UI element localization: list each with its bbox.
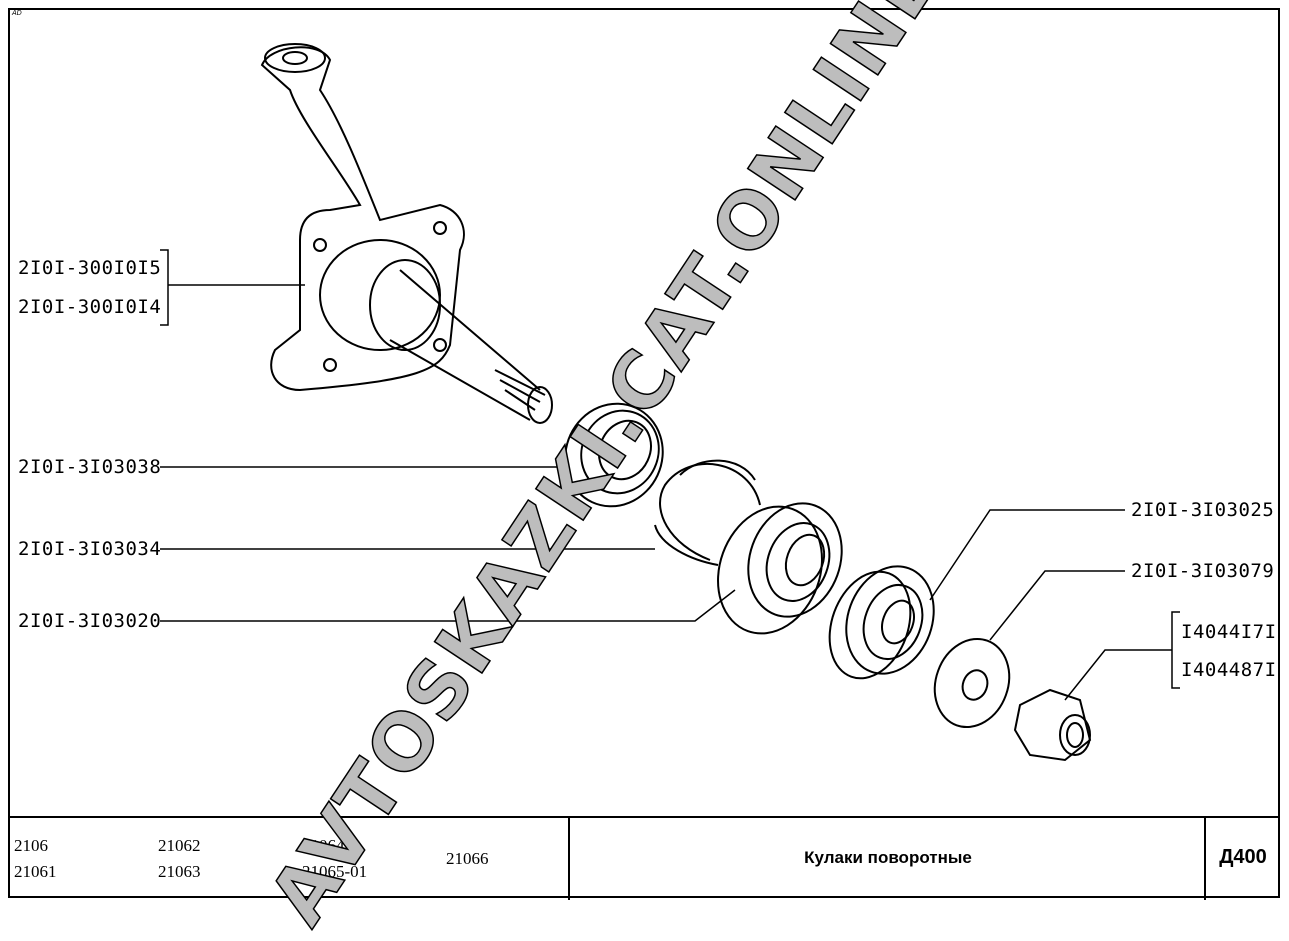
model-code: 2106 [14, 836, 48, 855]
part-label-nut-a: I4044I7I [1181, 621, 1277, 643]
leader-lines [160, 249, 1180, 701]
part-label-inner-bearing: 2I0I-3I03020 [18, 610, 162, 632]
part-label-seal: 2I0I-3I03038 [18, 456, 162, 478]
page-title: Кулаки поворотные [804, 848, 972, 867]
part-label-outer-bearing: 2I0I-3I03025 [1131, 499, 1275, 521]
page-code: Д400 [1219, 846, 1267, 868]
divider [568, 818, 570, 900]
oil-seal [564, 402, 664, 508]
model-code: 21066 [446, 849, 489, 868]
drawing-frame: AD [8, 8, 1280, 898]
model-code: 21062 [158, 836, 201, 855]
retaining-ring [654, 459, 761, 566]
part-label-knuckle-b: 2I0I-300I0I4 [18, 296, 162, 318]
inner-bearing [717, 502, 843, 635]
divider [1204, 818, 1206, 900]
model-code: 21063 [158, 862, 201, 881]
part-label-knuckle-a: 2I0I-300I0I5 [18, 257, 162, 279]
corner-mark: AD [12, 10, 22, 17]
model-code: 21064 [302, 836, 345, 855]
outer-bearing [828, 565, 935, 680]
model-code: 21061 [14, 862, 57, 881]
hub-nut [1013, 688, 1092, 762]
model-code: 21065-01 [302, 862, 368, 881]
part-label-nut-b: I404487I [1181, 659, 1277, 681]
washer [933, 637, 1011, 729]
title-block: 2106 21061 21062 21063 21064 21065-01 21… [8, 816, 1280, 900]
part-label-ring: 2I0I-3I03034 [18, 538, 162, 560]
steering-knuckle [260, 43, 553, 424]
exploded-parts-drawing [160, 43, 1180, 762]
part-label-washer: 2I0I-3I03079 [1131, 560, 1275, 582]
